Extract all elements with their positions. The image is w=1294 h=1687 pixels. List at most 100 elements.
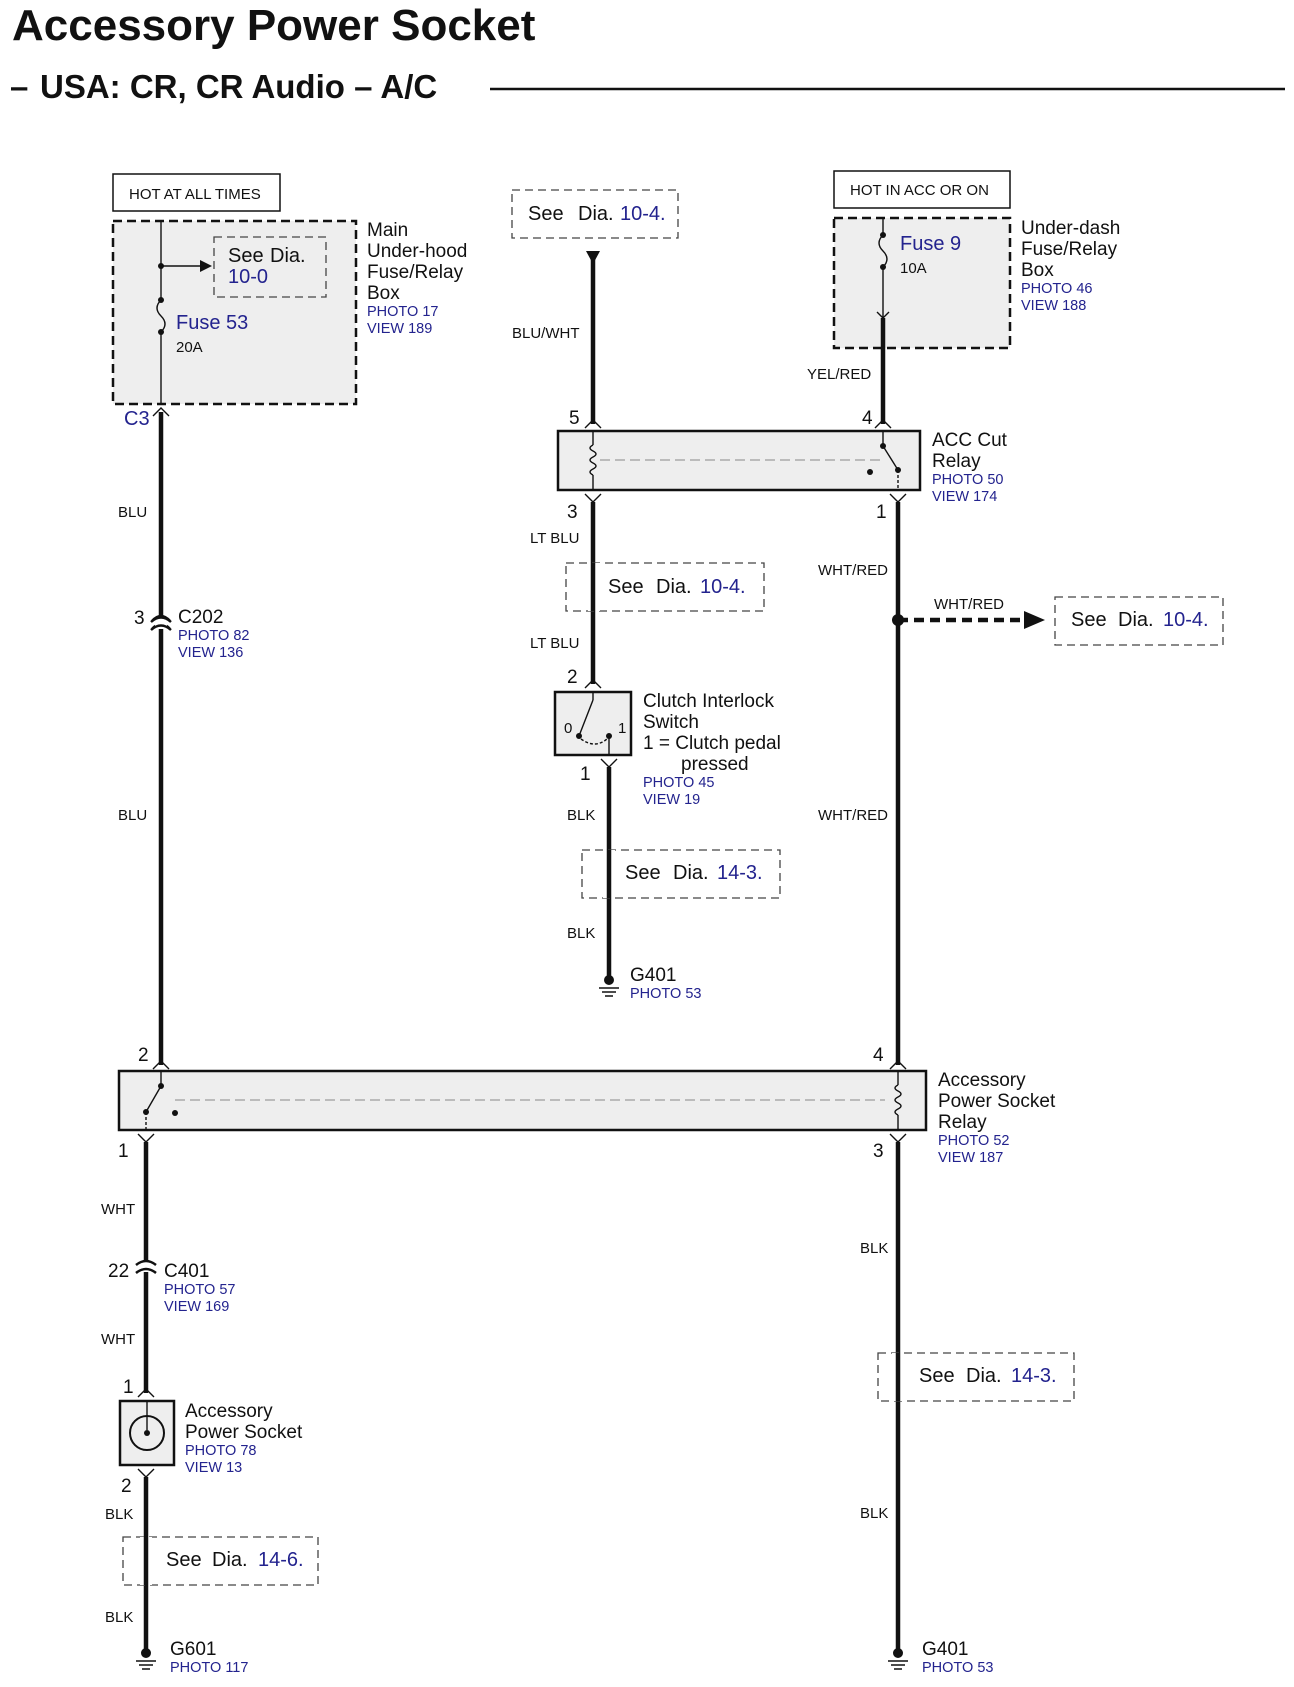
see-dia: Dia. — [966, 1365, 1002, 1387]
arrow-right-icon — [200, 260, 212, 272]
see-word: See — [528, 203, 564, 225]
ground-icon — [599, 975, 619, 997]
ground-icon — [136, 1648, 156, 1670]
wire-label-yel-red: YEL/RED — [807, 366, 871, 383]
power-socket-view[interactable]: VIEW 13 — [185, 1460, 242, 1476]
see-dia: Dia. — [212, 1549, 248, 1571]
see-ref-10-4-lt-blu[interactable]: 10-4. — [700, 576, 746, 598]
fuse-9-rating: 10A — [900, 260, 927, 277]
underdash-fuse-box — [832, 216, 1012, 350]
hot-in-acc-label: HOT IN ACC OR ON — [850, 182, 989, 199]
wire-label-blk-socket-2: BLK — [105, 1609, 133, 1626]
fuse-53-rating: 20A — [176, 339, 203, 356]
wire-label-blk-2: BLK — [567, 925, 595, 942]
clutch-switch-pin-1: 1 — [580, 764, 591, 785]
power-socket-photo[interactable]: PHOTO 78 — [185, 1443, 256, 1459]
see-dia-top-middle-box[interactable] — [511, 189, 679, 239]
see-dia-wht-red-box[interactable] — [1054, 596, 1224, 646]
acc-cut-pin-1: 1 — [876, 502, 887, 523]
fuse-9-label: Fuse 9 — [900, 233, 961, 255]
underdash-fuse-box-view[interactable]: VIEW 188 — [1021, 298, 1086, 314]
see-ref-10-0[interactable]: 10-0 — [228, 266, 268, 288]
svg-text:Under-hood: Under-hood — [367, 241, 467, 262]
see-dia: Dia. — [1118, 609, 1154, 631]
svg-text:Accessory: Accessory — [938, 1070, 1026, 1091]
page-title: Accessory Power Socket — [12, 1, 536, 50]
connector-c401-symbol — [135, 1259, 157, 1275]
underdash-fuse-box-name: Under-dash Fuse/Relay Box — [1021, 218, 1120, 281]
wire-label-blk-right-1: BLK — [860, 1240, 888, 1257]
connector-c202-pin: 3 — [134, 608, 145, 629]
svg-text:Box: Box — [367, 283, 400, 304]
connector-c202-photo[interactable]: PHOTO 82 — [178, 628, 249, 644]
see-dia-10-0-box[interactable] — [213, 236, 327, 298]
relay-coil-icon — [894, 1084, 902, 1116]
socket-relay-photo[interactable]: PHOTO 52 — [938, 1133, 1009, 1149]
socket-relay-pin-2: 2 — [138, 1045, 149, 1066]
see-word: See — [166, 1549, 202, 1571]
see-dia-lt-blu-box[interactable] — [565, 562, 765, 612]
acc-cut-relay-view[interactable]: VIEW 174 — [932, 489, 997, 505]
see-dia-clutch-ground-box[interactable] — [581, 849, 781, 899]
svg-text:Clutch Interlock: Clutch Interlock — [643, 691, 774, 712]
socket-relay-view[interactable]: VIEW 187 — [938, 1150, 1003, 1166]
connector-c401-name: C401 — [164, 1261, 209, 1282]
main-fuse-box-name: Main Under-hood Fuse/Relay Box — [367, 220, 467, 304]
clutch-switch-view[interactable]: VIEW 19 — [643, 792, 700, 808]
underdash-fuse-box-photo[interactable]: PHOTO 46 — [1021, 281, 1092, 297]
hot-at-all-times-label: HOT AT ALL TIMES — [129, 186, 261, 203]
svg-text:1 = Clutch pedal: 1 = Clutch pedal — [643, 733, 781, 754]
see-dia: Dia. — [578, 203, 614, 225]
see-word: See — [608, 576, 644, 598]
connector-c401-view[interactable]: VIEW 169 — [164, 1299, 229, 1315]
main-fuse-box-view[interactable]: VIEW 189 — [367, 321, 432, 337]
wire-label-blk-right-2: BLK — [860, 1505, 888, 1522]
see-ref-10-4-top[interactable]: 10-4. — [620, 203, 666, 225]
see-dia: Dia. — [270, 245, 306, 267]
see-dia-right-ground-box[interactable] — [877, 1352, 1075, 1402]
wire-label-blk-socket-1: BLK — [105, 1506, 133, 1523]
wire-label-blu-2: BLU — [118, 807, 147, 824]
see-ref-14-3-right[interactable]: 14-3. — [1011, 1365, 1057, 1387]
wire-label-wht-2: WHT — [101, 1331, 135, 1348]
svg-text:Main: Main — [367, 220, 408, 241]
ground-g401-right-name: G401 — [922, 1639, 968, 1660]
svg-text:Accessory: Accessory — [185, 1401, 273, 1422]
wire-label-blu-1: BLU — [118, 504, 147, 521]
subtitle-dash: – — [10, 68, 28, 105]
ground-g401-right-photo[interactable]: PHOTO 53 — [922, 1660, 993, 1676]
svg-text:Relay: Relay — [938, 1112, 987, 1133]
connector-c401-photo[interactable]: PHOTO 57 — [164, 1282, 235, 1298]
see-ref-10-4-wht-red[interactable]: 10-4. — [1163, 609, 1209, 631]
socket-relay-pin-1: 1 — [118, 1141, 129, 1162]
relay-coil-icon — [589, 444, 597, 476]
socket-relay-pin-3: 3 — [873, 1141, 884, 1162]
ground-g401-mid-photo[interactable]: PHOTO 53 — [630, 986, 701, 1002]
see-ref-14-3-clutch[interactable]: 14-3. — [717, 862, 763, 884]
fuse-53-symbol — [156, 299, 166, 333]
clutch-switch-photo[interactable]: PHOTO 45 — [643, 775, 714, 791]
branch-arrow-icon — [1024, 611, 1045, 629]
see-ref-14-6[interactable]: 14-6. — [258, 1549, 304, 1571]
socket-relay-pin-4: 4 — [873, 1045, 884, 1066]
switch-pos-0: 0 — [564, 720, 572, 737]
wire-label-wht-red-1: WHT/RED — [818, 562, 888, 579]
relay-switch-icon — [882, 445, 899, 471]
fuse-9-symbol — [878, 234, 888, 268]
connector-c202-view[interactable]: VIEW 136 — [178, 645, 243, 661]
svg-text:Fuse/Relay: Fuse/Relay — [1021, 239, 1118, 260]
svg-text:Fuse/Relay: Fuse/Relay — [367, 262, 464, 283]
ground-g601-photo[interactable]: PHOTO 117 — [170, 1660, 248, 1676]
connector-c401-pin: 22 — [108, 1261, 129, 1282]
ground-g601-name: G601 — [170, 1639, 216, 1660]
acc-cut-relay-photo[interactable]: PHOTO 50 — [932, 472, 1003, 488]
svg-text:Under-dash: Under-dash — [1021, 218, 1120, 239]
ground-g401-mid-name: G401 — [630, 965, 676, 986]
ground-icon — [888, 1648, 908, 1670]
wire-label-blu-wht: BLU/WHT — [512, 325, 580, 342]
main-fuse-box-photo[interactable]: PHOTO 17 — [367, 304, 438, 320]
see-word: See — [919, 1365, 955, 1387]
hot-in-acc-box — [833, 170, 1011, 209]
see-dia-socket-ground-box[interactable] — [122, 1536, 319, 1586]
